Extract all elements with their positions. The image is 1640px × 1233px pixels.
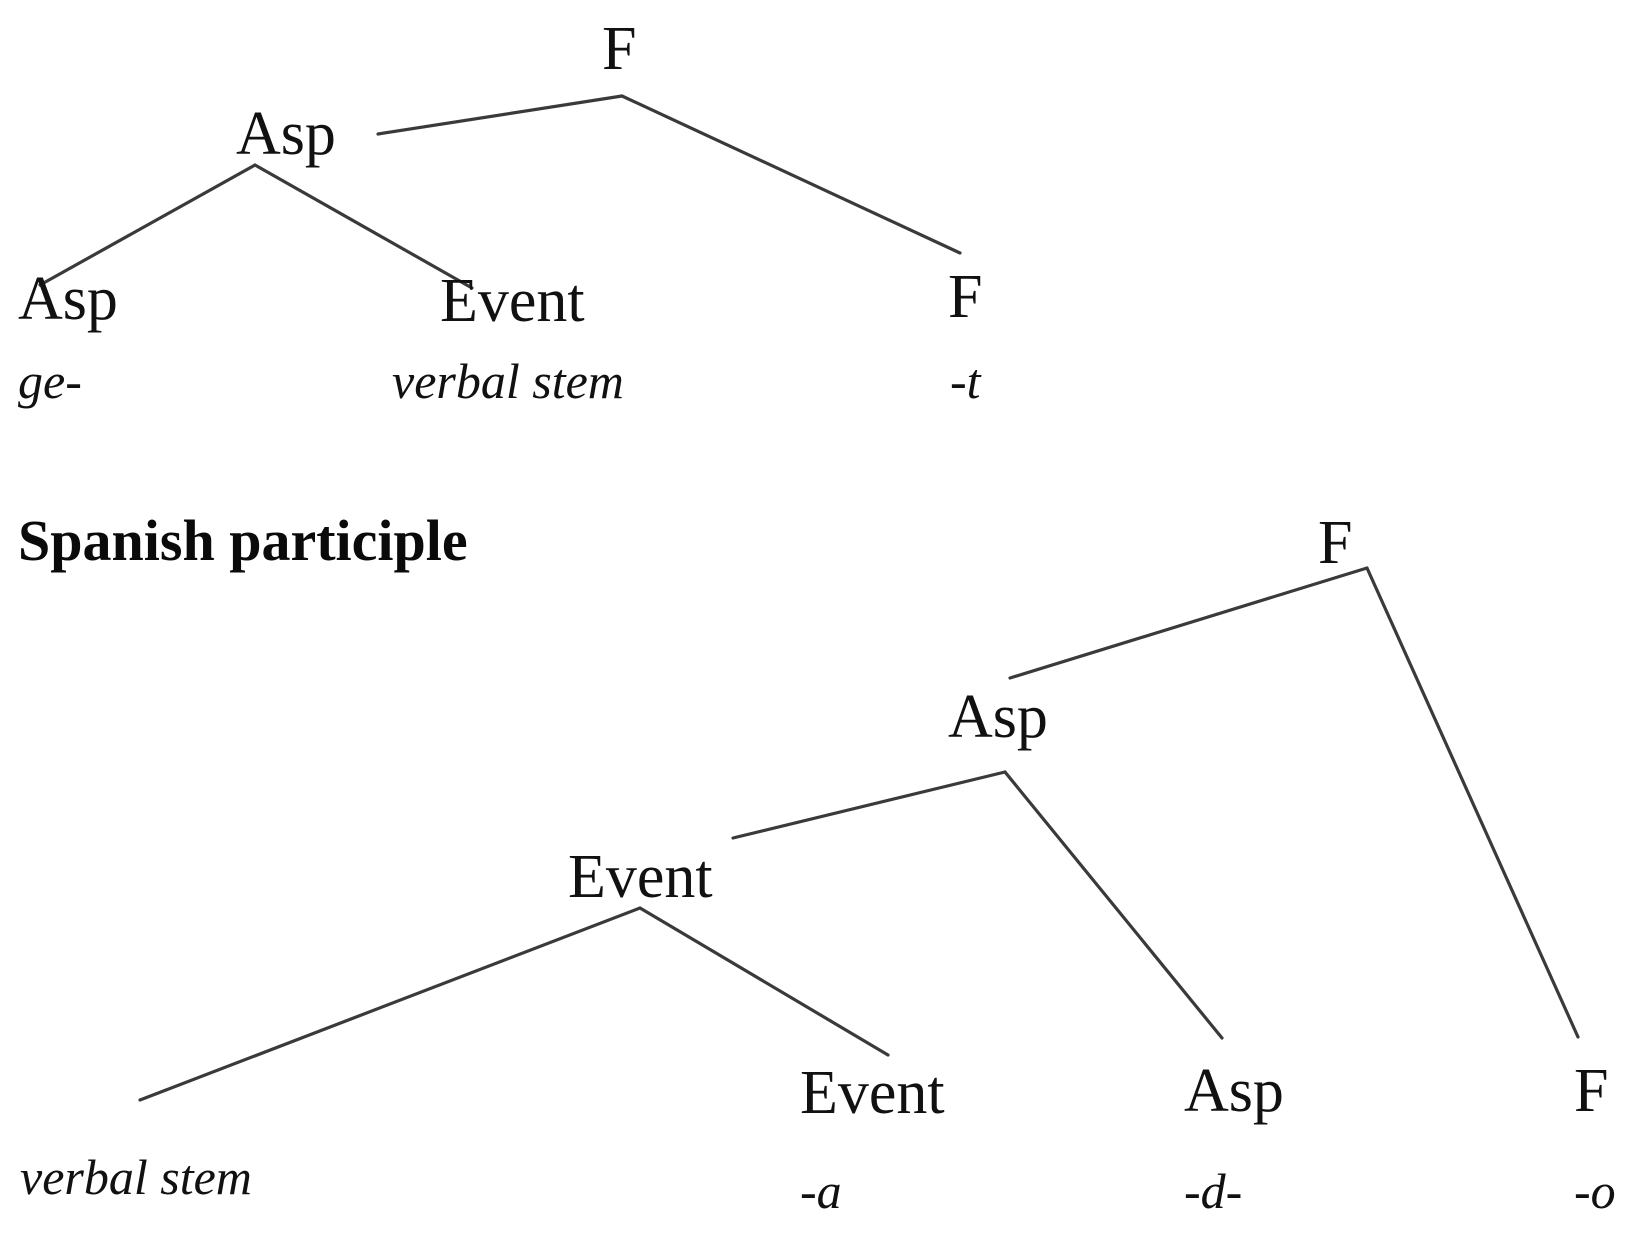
tree1-morpheme-verbal-stem: verbal stem — [392, 353, 624, 409]
tree2-morpheme-o: -o — [1574, 1163, 1616, 1219]
tree2-node-root-f: F — [1318, 509, 1353, 577]
tree2-node-event-leaf: Event — [800, 1059, 945, 1127]
tree2-node-f-leaf: F — [1574, 1057, 1609, 1125]
tree2-node-asp-internal: Asp — [948, 683, 1048, 751]
tree2-node-asp-leaf: Asp — [1184, 1057, 1284, 1125]
tree1-node-asp-internal: Asp — [236, 100, 336, 168]
tree1-morpheme-ge: ge- — [18, 353, 82, 409]
tree1-node-event-leaf: Event — [440, 267, 585, 335]
tree2-morpheme-d: -d- — [1184, 1163, 1243, 1219]
tree1-morpheme-t: -t — [950, 353, 981, 409]
tree2-node-event-internal: Event — [568, 843, 713, 911]
heading-spanish-participle: Spanish participle — [18, 508, 468, 573]
tree1-node-asp-leaf: Asp — [18, 265, 118, 333]
tree2-morpheme-a: -a — [800, 1163, 842, 1219]
tree2-morpheme-verbal-stem: verbal stem — [20, 1149, 252, 1205]
tree1-node-f-leaf: F — [948, 263, 983, 331]
tree1-node-root-f: F — [602, 15, 637, 83]
